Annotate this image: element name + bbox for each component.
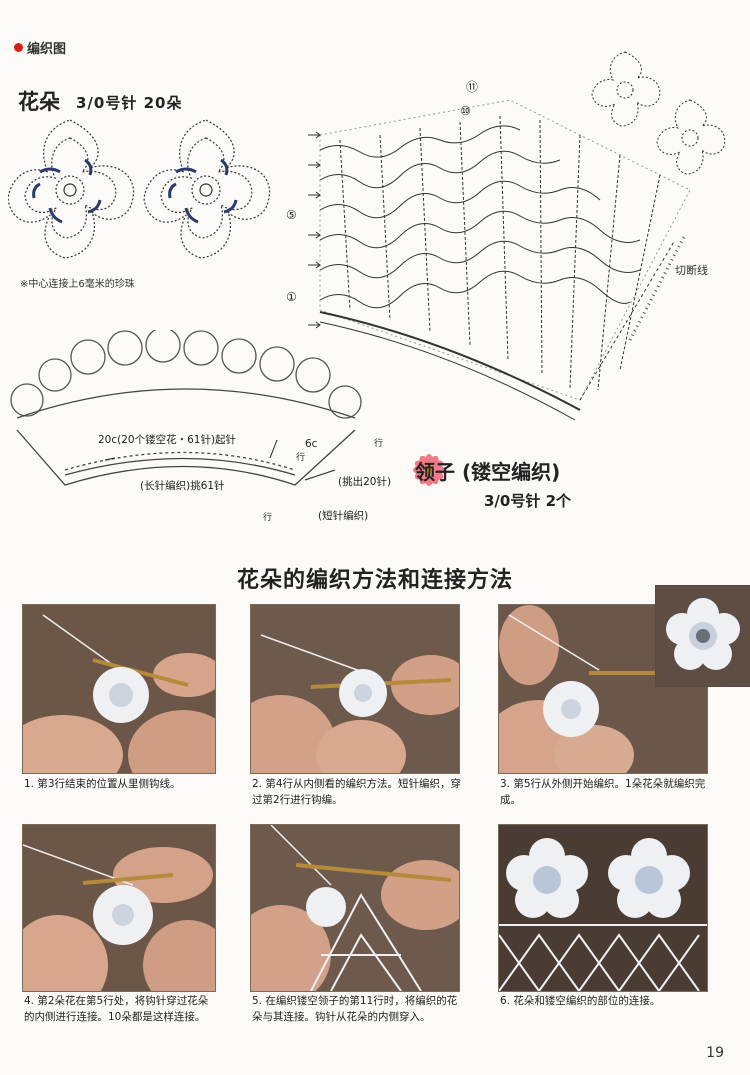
row-marker-11: ⑪ bbox=[466, 80, 479, 94]
flower-title: 花朵 bbox=[18, 90, 60, 114]
collar-band bbox=[16, 388, 356, 486]
step-photo-4 bbox=[22, 824, 216, 992]
red-bullet-icon bbox=[14, 43, 23, 52]
ann-short-stitch: (短针编织) bbox=[318, 510, 369, 522]
ann-pick: (挑出20针) bbox=[338, 476, 392, 488]
flower-spec: 3/0号针 20朵 bbox=[76, 94, 183, 112]
ann-row-c: 行 bbox=[263, 513, 273, 523]
chart-flowers bbox=[591, 51, 726, 175]
section-label: 编织图 bbox=[14, 38, 66, 57]
cut-line-label: 切断线 bbox=[675, 264, 708, 277]
row-marker-5: ⑤ bbox=[286, 208, 297, 222]
step-caption-4: 4. 第2朵花在第5行处，将钩针穿过花朵的内侧进行连接。10朵都是这样连接。 bbox=[24, 995, 209, 1023]
step-caption-2: 2. 第4行从内侧看的编织方法。短针编织，穿过第2行进行钩编。 bbox=[252, 778, 462, 806]
finished-flower-inset bbox=[655, 585, 750, 687]
row-arrows bbox=[308, 131, 321, 329]
collar-schematic bbox=[10, 330, 362, 486]
collar-title: 领子 (镂空编织) bbox=[415, 460, 561, 484]
pearl-note: ※中心连接上6毫米的珍珠 bbox=[20, 279, 135, 290]
ann-6c: 6c bbox=[305, 438, 318, 450]
collar-spec: 3/0号针 2个 bbox=[484, 492, 572, 510]
step-caption-6: 6. 花朵和镂空编织的部位的连接。 bbox=[500, 995, 661, 1007]
lace-mesh bbox=[319, 99, 691, 401]
step-photo-1 bbox=[22, 604, 216, 774]
section-headline: 花朵的编织方法和连接方法 bbox=[236, 568, 513, 593]
ann-long-stitch: (长针编织)挑61针 bbox=[140, 480, 225, 492]
foundation-band bbox=[319, 234, 687, 421]
flower-diagrams bbox=[8, 119, 271, 259]
collar-flower-ring bbox=[10, 330, 362, 419]
collar-arrows bbox=[104, 439, 336, 481]
ann-row-b: 行 bbox=[374, 439, 384, 449]
ann-start: 20c(20个镂空花・61针)起针 bbox=[98, 434, 237, 446]
step-caption-3: 3. 第5行从外侧开始编织。1朵花朵就编织完成。 bbox=[500, 778, 706, 806]
section-label-text: 编织图 bbox=[27, 42, 67, 57]
step-photo-2 bbox=[250, 604, 460, 774]
ann-row-a: 行 bbox=[296, 453, 306, 463]
step-photo-5 bbox=[250, 824, 460, 992]
page-number: 19 bbox=[706, 1045, 724, 1061]
flower-diagram-right bbox=[143, 119, 271, 259]
step-caption-1: 1. 第3行结束的位置从里侧钩线。 bbox=[24, 778, 181, 790]
lace-chart bbox=[308, 51, 726, 421]
step-caption-5: 5. 在编织镂空领子的第11行时，将编织的花朵与其连接。钩针从花朵的内侧穿入。 bbox=[252, 995, 458, 1023]
row-marker-10: ⑩ bbox=[460, 104, 471, 118]
row-marker-1: ① bbox=[286, 290, 297, 304]
pink-flower-icon bbox=[413, 454, 445, 486]
flower-diagram-left bbox=[8, 119, 135, 259]
step-photo-6 bbox=[498, 824, 708, 992]
